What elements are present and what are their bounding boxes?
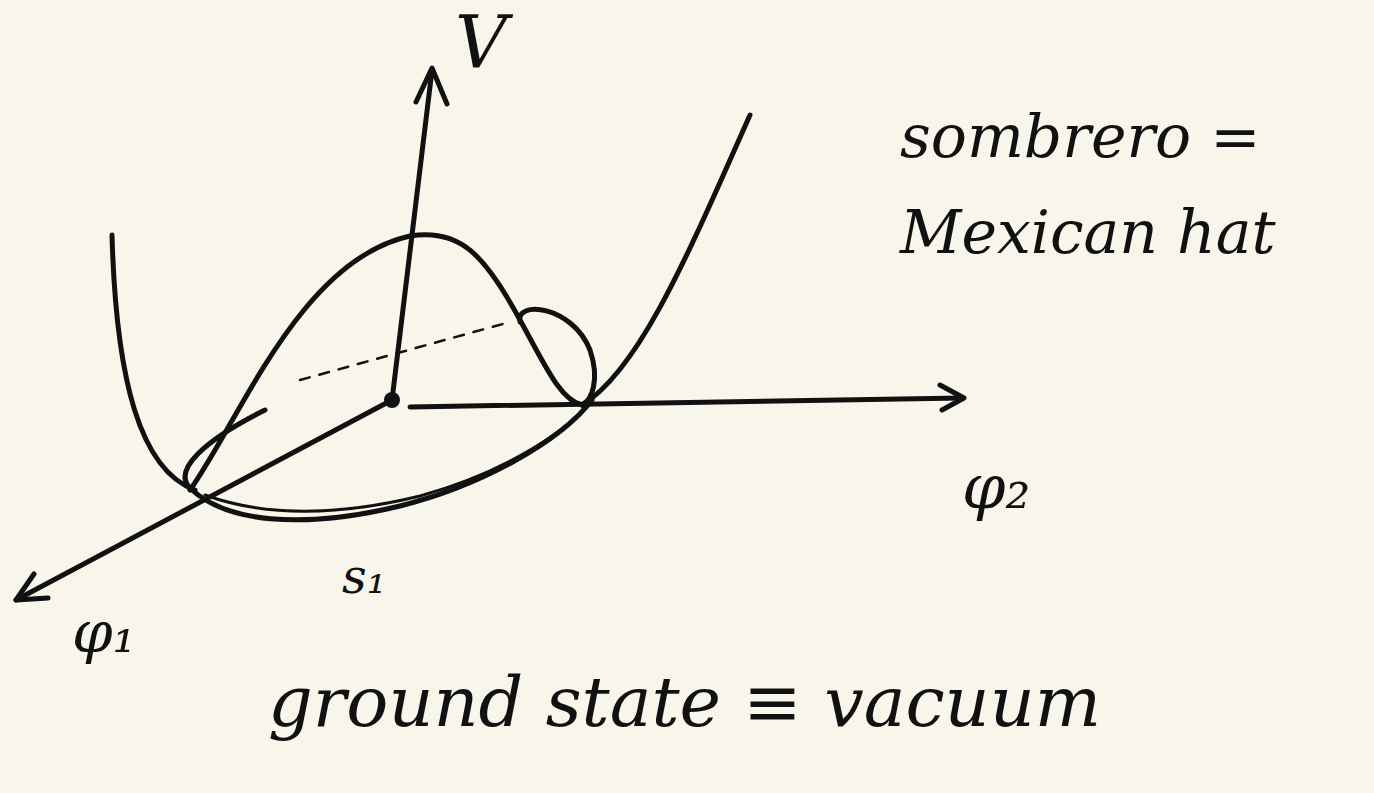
phi2-axis-label: φ₂	[962, 450, 1030, 524]
right-loop	[520, 309, 595, 405]
phi1-axis-label: φ₁	[72, 598, 136, 668]
ground-state-note: ground state ≡ vacuum	[268, 660, 1101, 744]
potential-axis-label: V	[455, 0, 507, 86]
vacuum-circle-label: s₁	[342, 548, 386, 606]
left-loop	[185, 410, 265, 488]
outer-right-wall	[582, 115, 750, 405]
back-rim	[300, 322, 510, 380]
phi2-axis	[410, 398, 962, 407]
front-trough-2	[205, 405, 588, 511]
phi1-axis-head	[16, 574, 48, 600]
outer-left-wall	[112, 235, 195, 490]
phi2-axis-head	[940, 385, 964, 410]
hump	[190, 235, 582, 490]
title-note: sombrero = Mexican hat	[900, 88, 1340, 280]
v-axis-head	[416, 68, 447, 104]
origin-dot	[384, 392, 400, 408]
